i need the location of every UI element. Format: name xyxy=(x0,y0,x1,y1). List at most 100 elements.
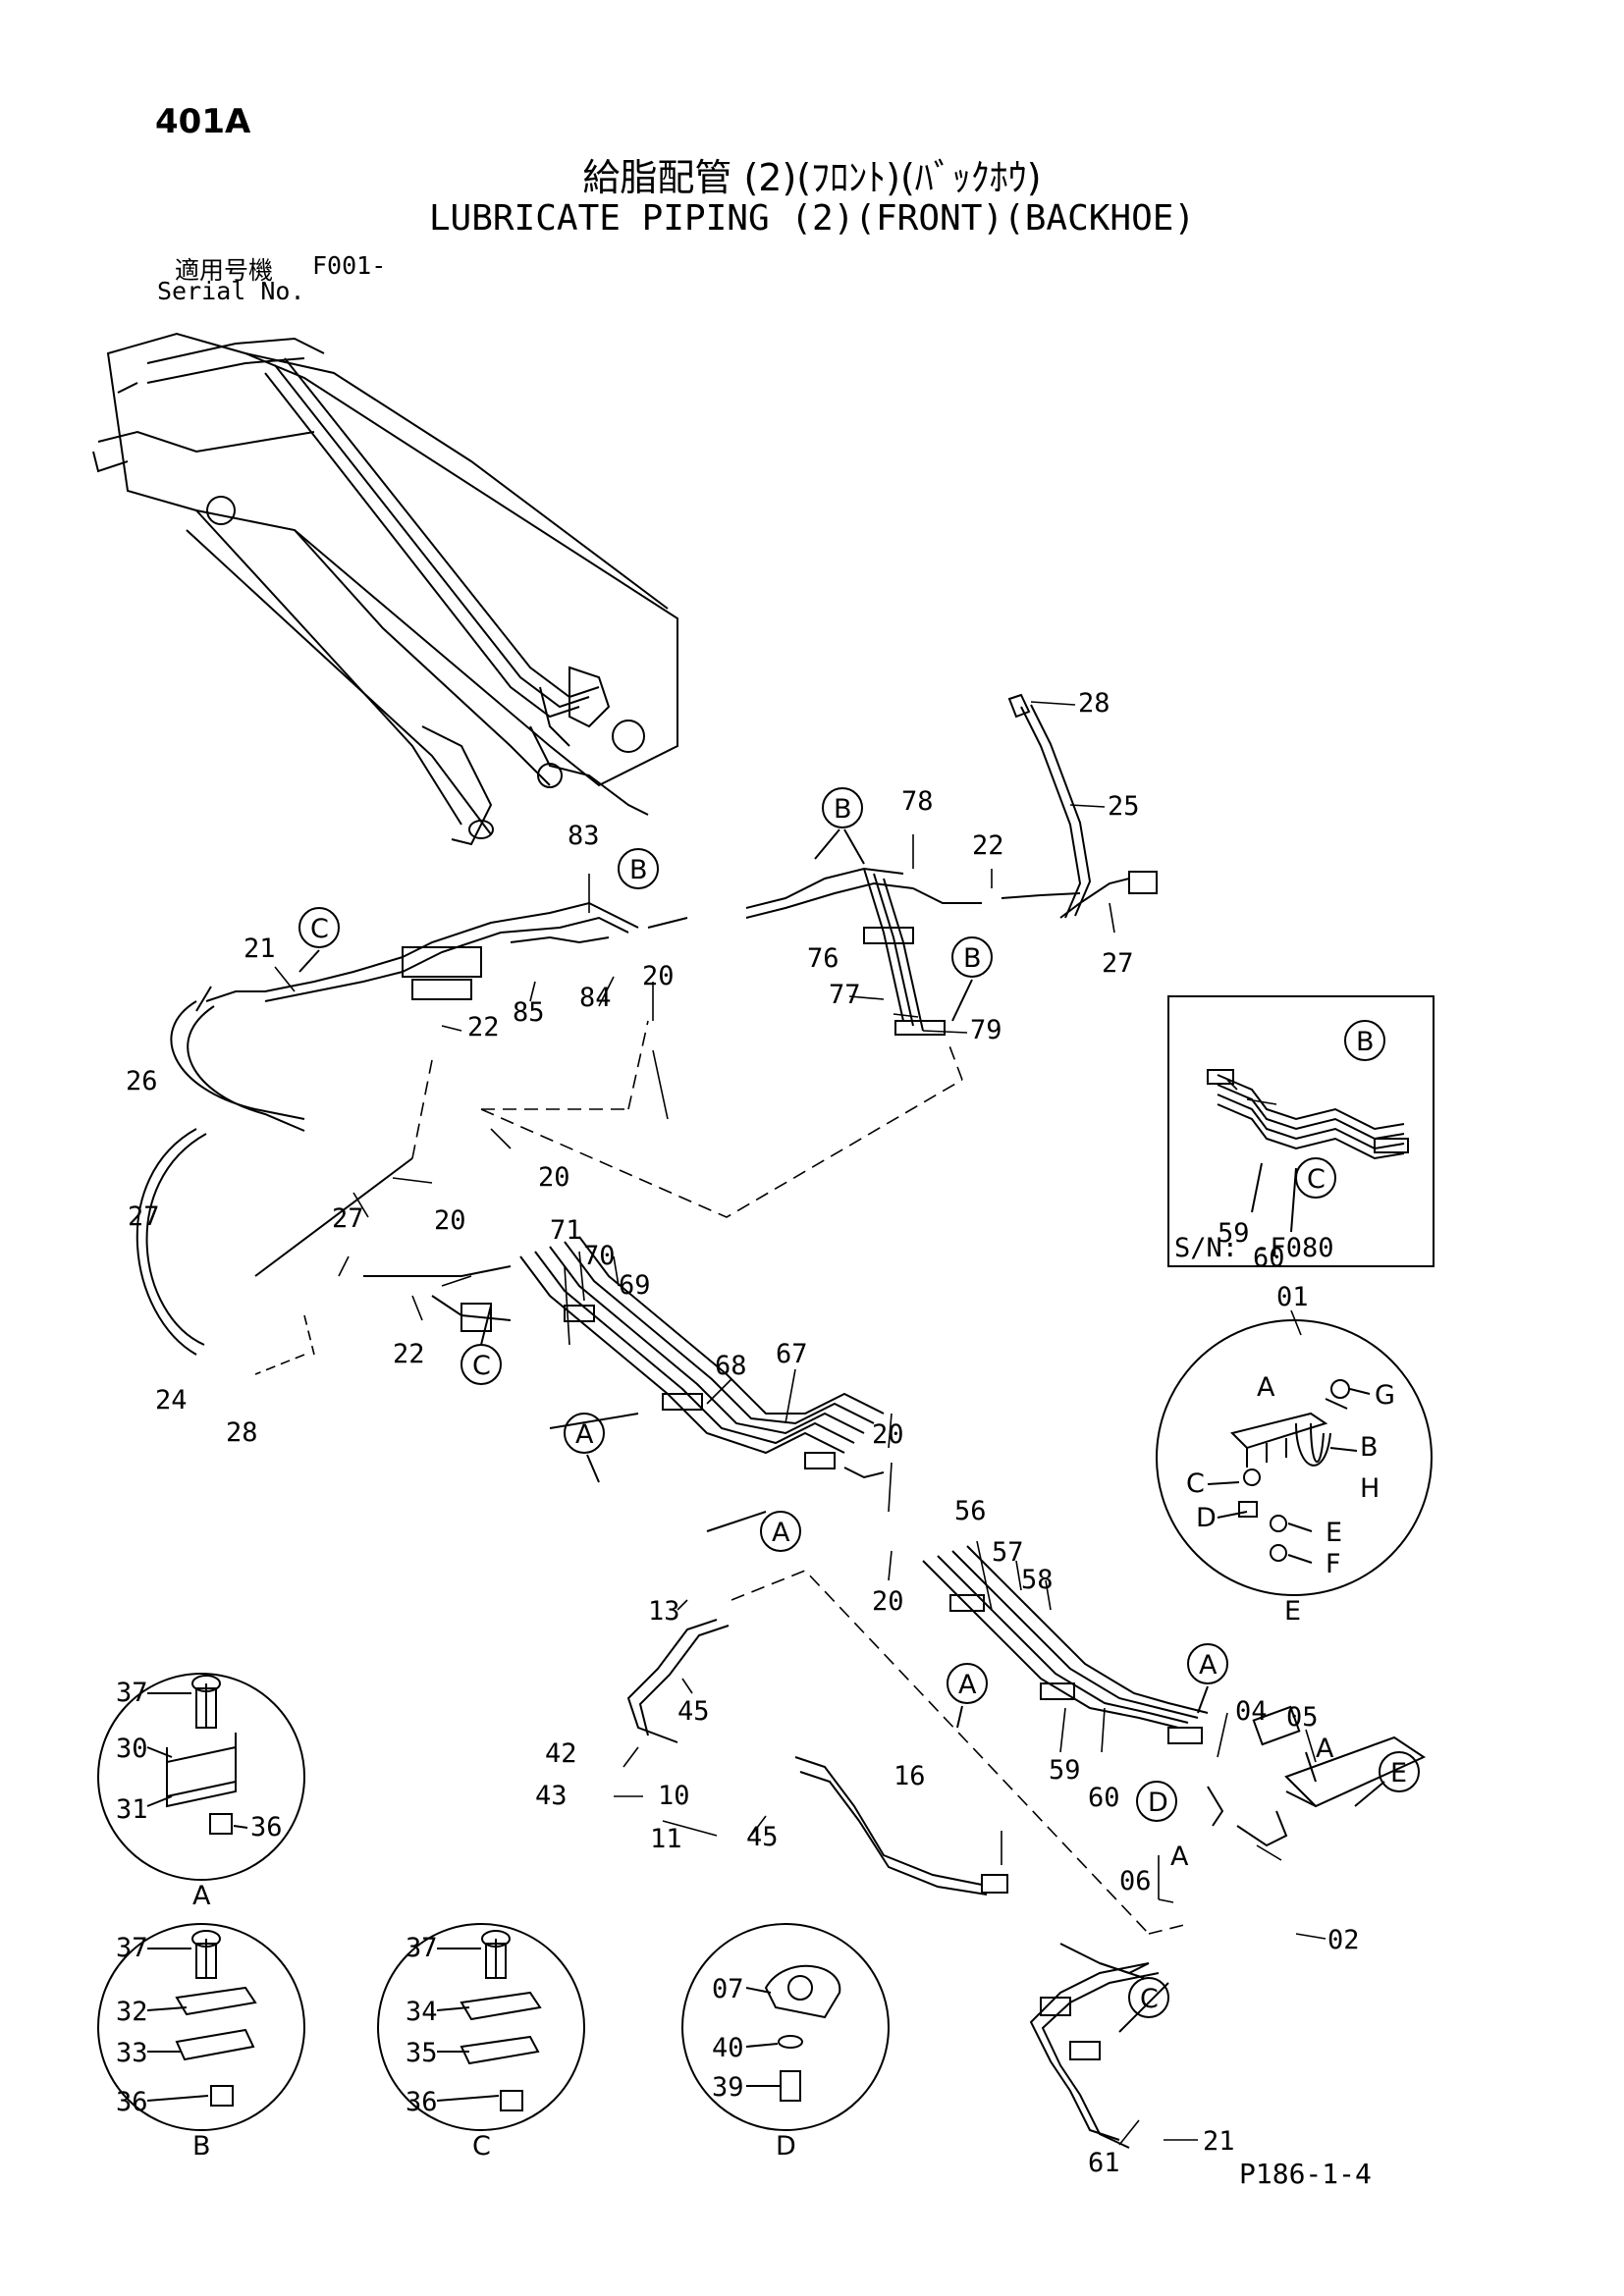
callout-45: 45 xyxy=(746,1822,779,1852)
detail-d-label: D xyxy=(776,2131,796,2162)
circle-letter-b: B xyxy=(629,855,648,885)
page-number: 401A xyxy=(155,102,251,141)
callout-28: 28 xyxy=(226,1417,258,1448)
callout-21: 21 xyxy=(1203,2126,1235,2157)
callout-24: 24 xyxy=(155,1385,188,1415)
callout-70: 70 xyxy=(583,1241,616,1271)
letter-labels: B B B B C C C C A A A A D E A B C D E F … xyxy=(192,794,1407,2162)
callout-16: 16 xyxy=(893,1761,926,1791)
circle-letter-e: E xyxy=(1390,1758,1407,1789)
callout-60: 60 xyxy=(1088,1783,1120,1813)
callout-84: 84 xyxy=(579,983,612,1013)
circle-letter-a: A xyxy=(575,1419,594,1450)
drawing-code: P186-1-4 xyxy=(1239,2158,1372,2190)
callout-83: 83 xyxy=(568,821,600,851)
circle-letter-c: C xyxy=(472,1351,491,1381)
callout-21: 21 xyxy=(244,934,276,964)
title-japanese: 給脂配管 (2)(ﾌﾛﾝﾄ)(ﾊﾞｯｸﾎｳ) xyxy=(582,156,1042,199)
callout-27: 27 xyxy=(128,1201,160,1232)
callout-37: 37 xyxy=(116,1933,148,1963)
detail-a-label: A xyxy=(192,1881,211,1911)
serial-value: F001- xyxy=(312,251,387,280)
callout-39: 39 xyxy=(712,2072,744,2103)
callout-57: 57 xyxy=(992,1537,1024,1568)
callout-02: 02 xyxy=(1327,1925,1360,1955)
callout-60: 60 xyxy=(1253,1243,1285,1273)
callout-20: 20 xyxy=(872,1419,904,1450)
callout-10: 10 xyxy=(658,1781,690,1811)
callout-69: 69 xyxy=(619,1270,651,1301)
detail-e-letter-e: E xyxy=(1326,1518,1342,1548)
callout-30: 30 xyxy=(116,1734,148,1764)
callout-43: 43 xyxy=(535,1781,568,1811)
callout-40: 40 xyxy=(712,2033,744,2063)
circle-letter-c: C xyxy=(310,914,329,944)
leader-lines xyxy=(254,701,1326,2146)
callout-36: 36 xyxy=(250,1812,283,1842)
detail-e-letter-g: G xyxy=(1375,1380,1395,1411)
callout-68: 68 xyxy=(715,1351,747,1381)
callout-numbers: 28 25 27 78 22 76 77 79 83 21 22 85 84 2… xyxy=(116,688,1360,2178)
serial-label-english: Serial No. xyxy=(157,277,305,305)
circle-letter-a: A xyxy=(772,1518,790,1548)
callout-01: 01 xyxy=(1276,1282,1309,1312)
circle-letter-c: C xyxy=(1307,1164,1326,1195)
circle-letter-b: B xyxy=(963,943,982,974)
inset-panel xyxy=(1167,995,1435,1267)
callout-06: 06 xyxy=(1119,1866,1152,1896)
detail-e-letter-f: F xyxy=(1326,1549,1341,1579)
callout-56: 56 xyxy=(954,1496,987,1526)
circle-letter-a: A xyxy=(1199,1650,1218,1681)
detail-e-letter-h: H xyxy=(1360,1473,1380,1504)
callout-34: 34 xyxy=(406,1997,438,2027)
callout-45: 45 xyxy=(677,1696,710,1727)
detail-circle-e xyxy=(1156,1319,1433,1596)
callout-76: 76 xyxy=(807,943,839,974)
callout-26: 26 xyxy=(126,1066,158,1096)
callout-27: 27 xyxy=(332,1203,364,1234)
callout-85: 85 xyxy=(513,997,545,1028)
detail-circle-b xyxy=(97,1923,305,2131)
detail-b-label: B xyxy=(192,2131,211,2162)
circle-letter-a: A xyxy=(958,1670,977,1700)
circled-callouts xyxy=(298,787,1420,2033)
detail-circle-d xyxy=(681,1923,890,2131)
callout-37: 37 xyxy=(116,1678,148,1708)
callout-28: 28 xyxy=(1078,688,1110,719)
inset-serial-note: S/N: -F080 xyxy=(1174,1233,1334,1263)
detail-circle-a xyxy=(97,1673,305,1881)
callout-05: 05 xyxy=(1286,1702,1319,1733)
callout-79: 79 xyxy=(970,1015,1002,1045)
callout-59: 59 xyxy=(1049,1755,1081,1786)
callout-58: 58 xyxy=(1021,1565,1054,1595)
flag-letter-a: A xyxy=(1316,1734,1334,1764)
callout-78: 78 xyxy=(901,786,934,817)
detail-e-letter-b: B xyxy=(1360,1432,1379,1463)
pipe-assembly-upper xyxy=(135,693,1158,1356)
circle-letter-b: B xyxy=(834,794,852,825)
callout-11: 11 xyxy=(650,1824,682,1854)
detail-e-letter-a: A xyxy=(1257,1372,1275,1403)
detail-e-letter-d: D xyxy=(1196,1503,1217,1533)
callout-77: 77 xyxy=(829,980,861,1010)
callout-71: 71 xyxy=(550,1215,582,1246)
callout-22: 22 xyxy=(972,830,1004,861)
callout-36: 36 xyxy=(406,2087,438,2117)
callout-59: 59 xyxy=(1218,1218,1250,1249)
callout-42: 42 xyxy=(545,1738,577,1769)
callout-32: 32 xyxy=(116,1997,148,2027)
callout-31: 31 xyxy=(116,1794,148,1825)
pipe-assembly-lower xyxy=(626,1545,1427,2149)
callout-04: 04 xyxy=(1235,1696,1268,1727)
flag-letter-a: A xyxy=(1170,1842,1189,1872)
serial-label-japanese: 適用号機 xyxy=(175,256,274,285)
detail-circle-c xyxy=(377,1923,585,2131)
callout-35: 35 xyxy=(406,2038,438,2068)
callout-22: 22 xyxy=(393,1339,425,1369)
callout-37: 37 xyxy=(406,1933,438,1963)
callout-36: 36 xyxy=(116,2087,148,2117)
circle-letter-b: B xyxy=(1356,1027,1375,1057)
circle-letter-d: D xyxy=(1148,1788,1168,1818)
callout-07: 07 xyxy=(712,1974,744,2004)
callout-25: 25 xyxy=(1108,791,1140,822)
